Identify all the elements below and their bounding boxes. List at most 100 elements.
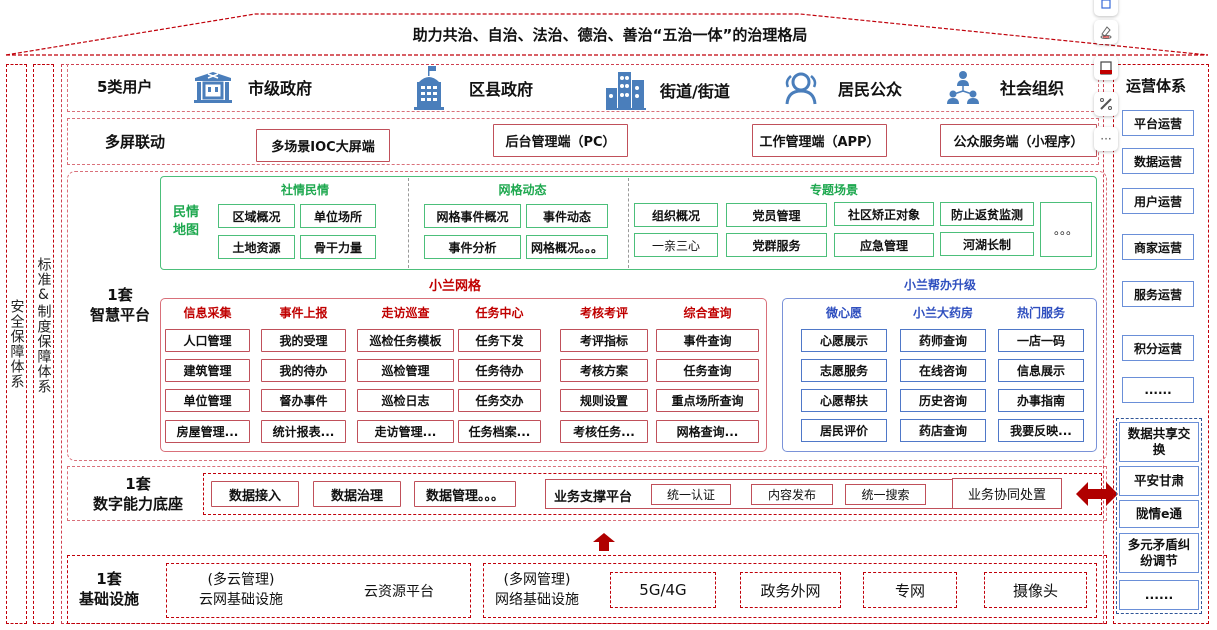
grid-item[interactable]: 考核方案 — [560, 359, 648, 382]
frame-button[interactable] — [1094, 56, 1118, 80]
screen-pc[interactable]: 后台管理端（PC） — [493, 124, 628, 157]
external-system-item[interactable]: 数据共享交换 — [1119, 422, 1199, 462]
map-item[interactable]: 应急管理 — [834, 233, 934, 257]
helper-item[interactable]: 居民评价 — [801, 419, 887, 442]
map-item[interactable]: 党员管理 — [726, 203, 827, 227]
helper-item[interactable]: 我要反映... — [998, 419, 1084, 442]
helper-item[interactable]: 办事指南 — [998, 389, 1084, 412]
map-item[interactable]: 党群服务 — [726, 233, 827, 257]
business-collab[interactable]: 业务协同处置 — [952, 478, 1062, 509]
tools-button[interactable] — [1094, 92, 1118, 116]
street-buildings-icon — [606, 70, 646, 110]
helper-item[interactable]: 一店一码 — [998, 329, 1084, 352]
helper-item[interactable]: 心愿展示 — [801, 329, 887, 352]
network-item[interactable]: 摄像头 — [984, 572, 1087, 608]
screen-app[interactable]: 工作管理端（APP） — [752, 124, 887, 157]
map-item[interactable]: 网格概况。。。 — [526, 235, 608, 259]
external-system-item[interactable]: 多元矛盾纠纷调节 — [1119, 533, 1199, 573]
data-access[interactable]: 数据接入 — [211, 481, 299, 507]
map-item[interactable]: 一亲三心 — [634, 233, 718, 257]
grid-item[interactable]: 任务交办 — [458, 389, 541, 412]
grid-item[interactable]: 网格查询... — [656, 420, 759, 443]
organization-icon — [946, 70, 980, 104]
users-label: 5类用户 — [97, 78, 153, 96]
edit-button[interactable] — [1094, 0, 1118, 16]
ops-item[interactable]: 积分运营 — [1122, 335, 1194, 361]
grid-item[interactable]: 任务待办 — [458, 359, 541, 382]
network-item[interactable]: 5G/4G — [610, 572, 716, 608]
grid-item[interactable]: 建筑管理 — [165, 359, 250, 382]
grid-item[interactable]: 事件查询 — [656, 329, 759, 352]
grid-column-title: 考核考评 — [579, 305, 628, 320]
grid-item[interactable]: 督办事件 — [261, 389, 346, 412]
network-item[interactable]: 专网 — [863, 572, 957, 608]
grid-item[interactable]: 重点场所查询 — [656, 389, 759, 412]
network-item[interactable]: 政务外网 — [740, 572, 841, 608]
grid-item[interactable]: 统计报表... — [261, 420, 346, 443]
grid-item[interactable]: 巡检日志 — [357, 389, 454, 412]
map-item[interactable]: 单位场所 — [300, 204, 376, 228]
map-item[interactable]: 事件动态 — [526, 204, 608, 228]
unified-search[interactable]: 统一搜索 — [845, 484, 926, 505]
external-system-item[interactable]: 平安甘肃 — [1119, 466, 1199, 496]
tools-icon — [1100, 98, 1112, 110]
grid-item[interactable]: 规则设置 — [560, 389, 648, 412]
map-item[interactable]: 事件分析 — [424, 235, 521, 259]
more-button[interactable]: ··· — [1094, 127, 1118, 151]
helper-item[interactable]: 信息展示 — [998, 359, 1084, 382]
map-item[interactable]: 网格事件概况 — [424, 204, 521, 228]
external-system-item[interactable]: ...... — [1119, 580, 1199, 610]
infra-label-line1: 1套 — [96, 570, 122, 588]
grid-item[interactable]: 考评指标 — [560, 329, 648, 352]
grid-item[interactable]: 单位管理 — [165, 389, 250, 412]
helper-item[interactable]: 历史咨询 — [900, 389, 986, 412]
helper-item[interactable]: 药师查询 — [900, 329, 986, 352]
helper-item[interactable]: 药店查询 — [900, 419, 986, 442]
security-system-column: 安全保障体系 — [6, 64, 27, 624]
screen-ioc[interactable]: 多场景IOC大屏端 — [256, 129, 390, 162]
users-row — [67, 64, 1099, 112]
map-item[interactable]: 骨干力量 — [300, 235, 376, 259]
grid-item[interactable]: 考核任务... — [560, 420, 648, 443]
grid-item[interactable]: 走访管理... — [357, 420, 454, 443]
helper-item[interactable]: 心愿帮扶 — [801, 389, 887, 412]
ops-item[interactable]: 服务运营 — [1122, 281, 1194, 307]
grid-item[interactable]: 任务查询 — [656, 359, 759, 382]
ops-item[interactable]: 平台运营 — [1122, 110, 1194, 136]
screen-miniprogram[interactable]: 公众服务端（小程序） — [940, 124, 1097, 157]
content-publish[interactable]: 内容发布 — [751, 484, 833, 505]
map-item[interactable]: 土地资源 — [218, 235, 295, 259]
grid-item[interactable]: 任务档案... — [458, 420, 541, 443]
grid-item[interactable]: 房屋管理... — [165, 420, 250, 443]
helper-panel — [782, 298, 1097, 452]
unified-auth[interactable]: 统一认证 — [651, 484, 731, 505]
ops-item[interactable]: ...... — [1122, 377, 1194, 403]
map-item[interactable]: 河湖长制 — [940, 232, 1034, 256]
standards-system-label: 标准&制度保障体系 — [35, 257, 52, 394]
grid-item[interactable]: 我的受理 — [261, 329, 346, 352]
data-governance[interactable]: 数据治理 — [313, 481, 401, 507]
grid-item[interactable]: 巡检管理 — [357, 359, 454, 382]
helper-item[interactable]: 在线咨询 — [900, 359, 986, 382]
ops-title: 运营体系 — [1126, 77, 1187, 95]
external-system-item[interactable]: 陇情e通 — [1119, 500, 1199, 528]
grid-item[interactable]: 人口管理 — [165, 329, 250, 352]
grid-item[interactable]: 任务下发 — [458, 329, 541, 352]
map-more-button[interactable]: 。。。 — [1040, 202, 1092, 257]
map-item[interactable]: 区域概况 — [218, 204, 295, 228]
map-item[interactable]: 组织概况 — [634, 203, 718, 227]
helper-item[interactable]: 志愿服务 — [801, 359, 887, 382]
grid-item[interactable]: 巡检任务模板 — [357, 329, 454, 352]
map-item[interactable]: 防止返贫监测 — [940, 202, 1034, 226]
user-city-government: 市级政府 — [192, 70, 312, 104]
ops-item[interactable]: 数据运营 — [1122, 148, 1194, 174]
cloud-resource-platform[interactable]: 云资源平台 — [364, 584, 434, 600]
map-item[interactable]: 社区矫正对象 — [834, 202, 934, 226]
data-management[interactable]: 数据管理。。。 — [414, 481, 516, 507]
magic-button[interactable] — [1094, 20, 1118, 44]
ops-item[interactable]: 商家运营 — [1122, 234, 1194, 260]
user-label: 居民公众 — [838, 80, 903, 99]
ops-item[interactable]: 用户运营 — [1122, 188, 1194, 214]
grid-item[interactable]: 我的待办 — [261, 359, 346, 382]
up-arrow-icon — [593, 533, 615, 551]
